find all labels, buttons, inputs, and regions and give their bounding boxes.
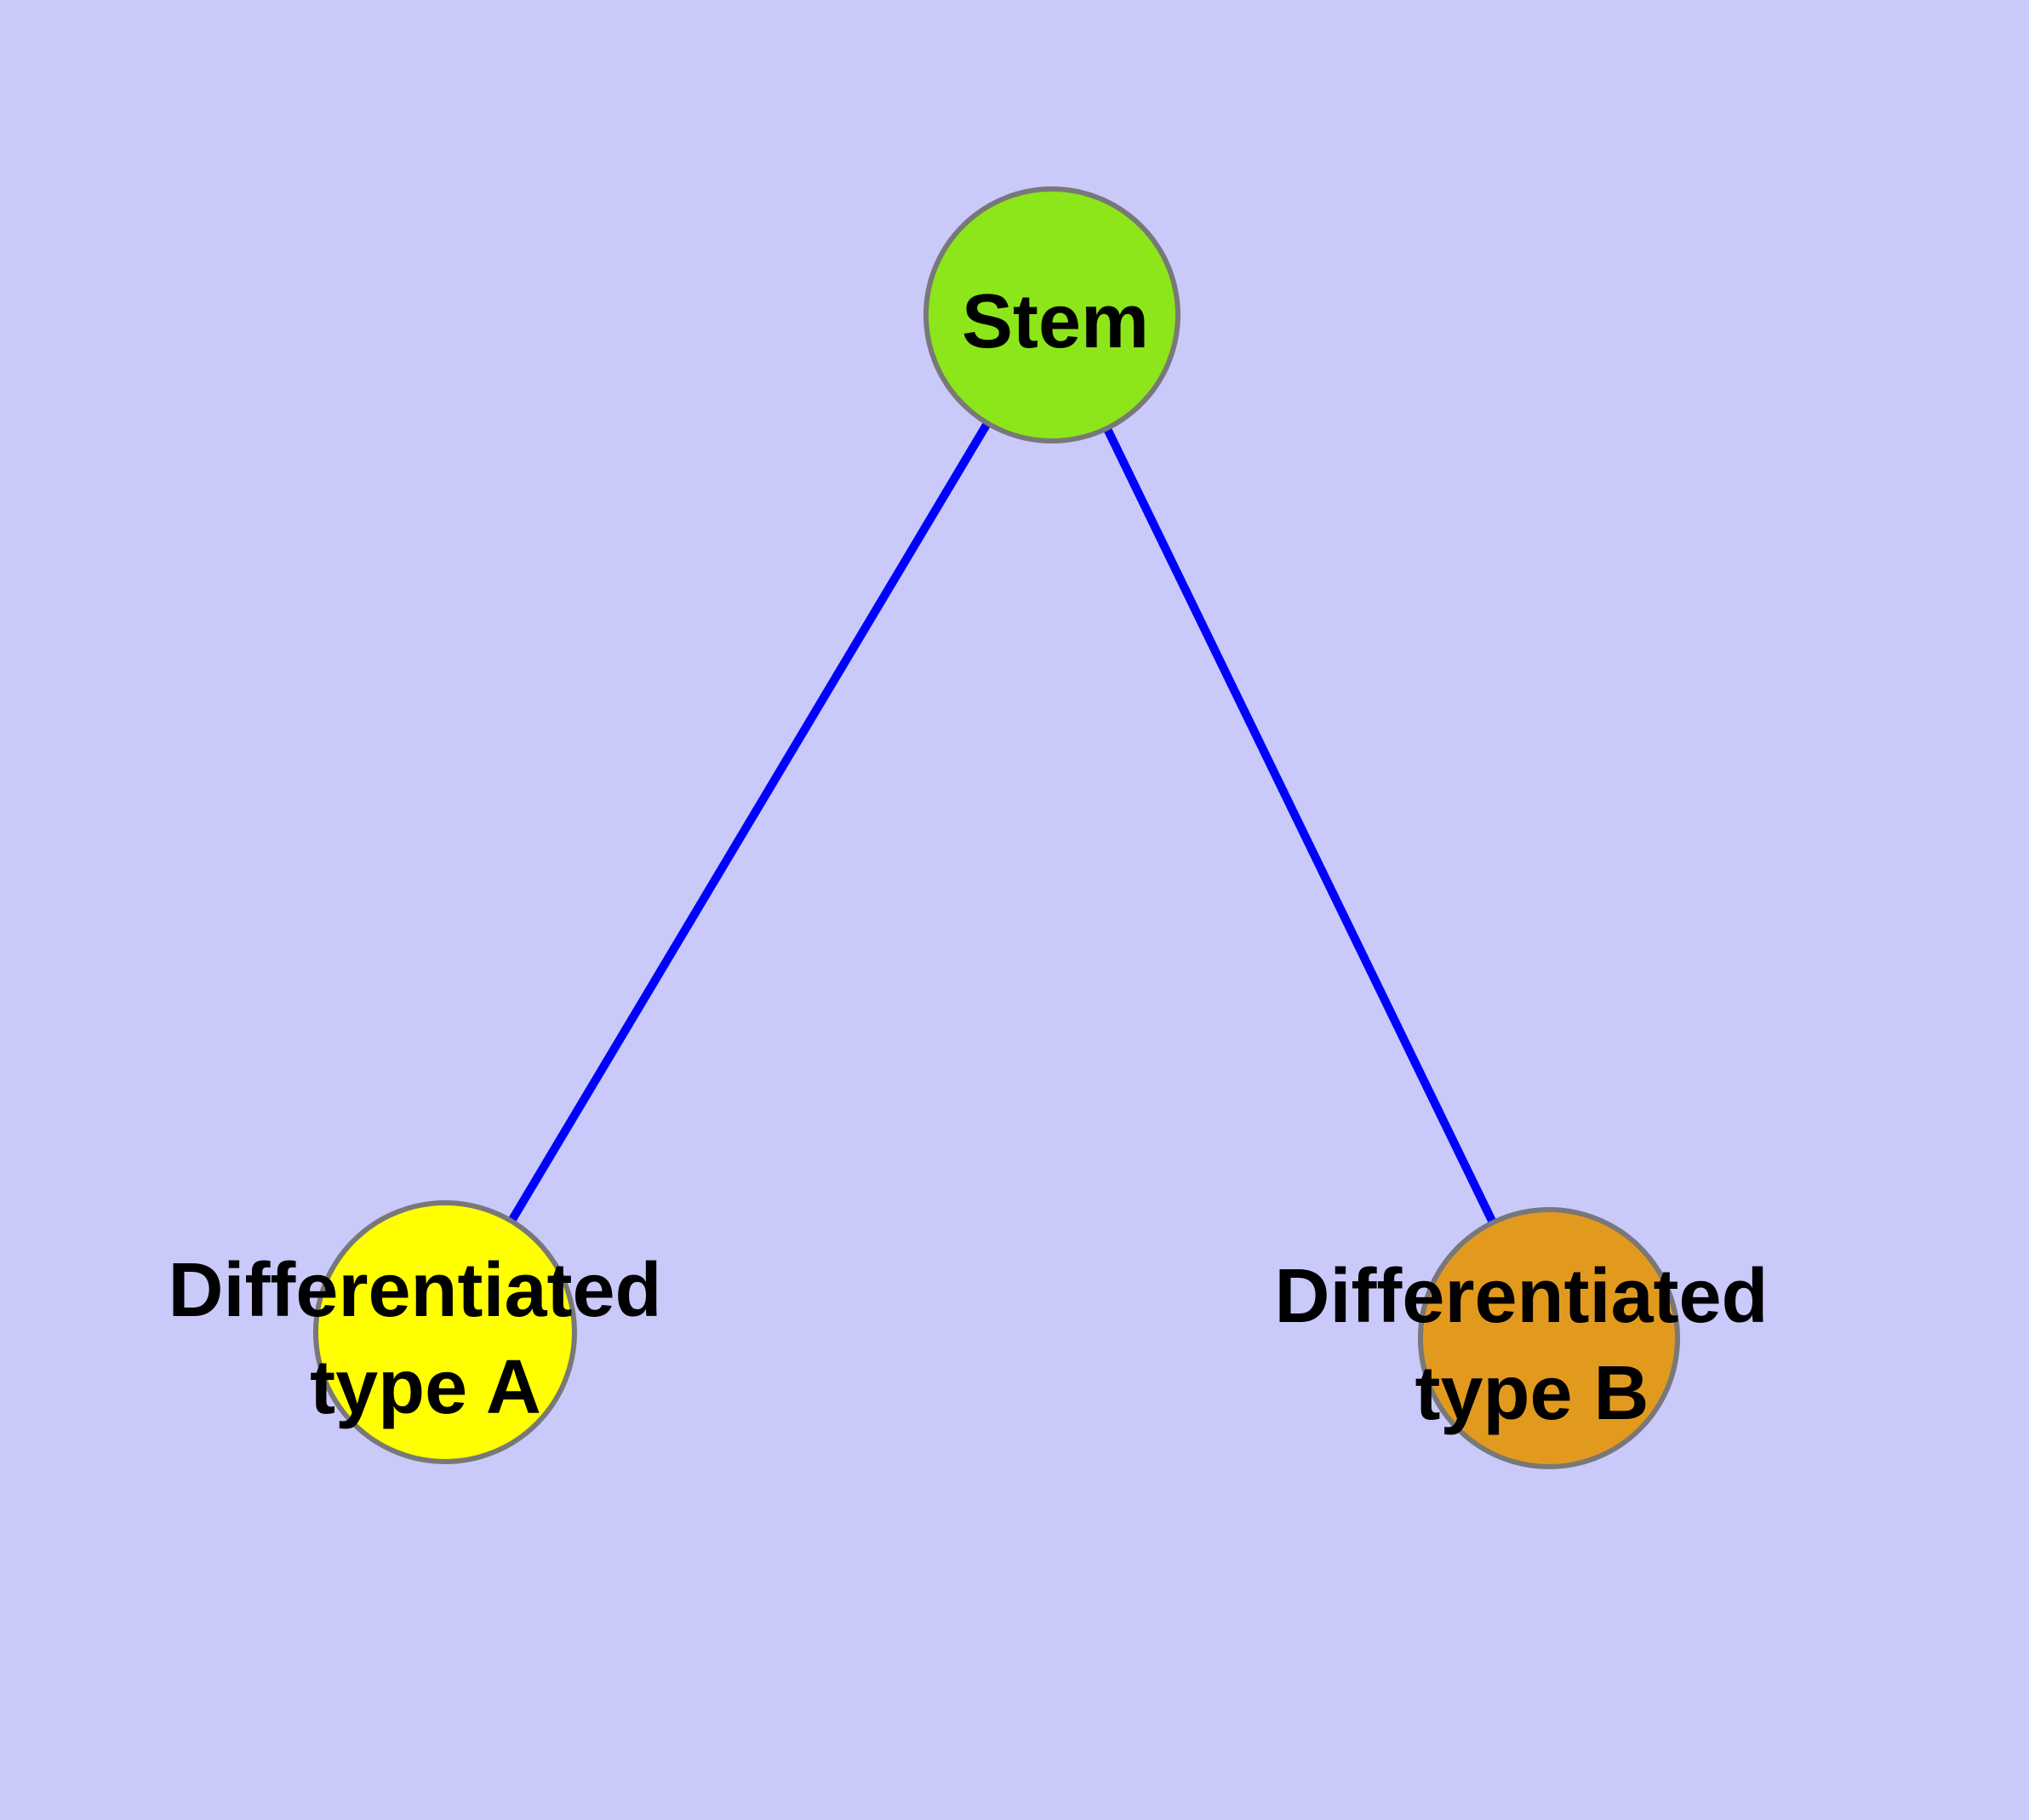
node-differentiated-type-b — [1418, 1207, 1680, 1469]
edge-stem-to-type-a — [441, 312, 1056, 1335]
node-type-a-label-line1: Differentiated — [168, 1248, 661, 1333]
edge-stem-to-type-b — [1048, 312, 1553, 1341]
node-type-b-label-line2: type B — [1415, 1351, 1649, 1436]
node-stem-label: Stem — [962, 279, 1149, 364]
node-stem — [923, 186, 1180, 444]
node-differentiated-type-a — [313, 1200, 577, 1464]
node-type-b-label: Differentiated type B — [1274, 1254, 1789, 1436]
node-type-a-label: Differentiated type A — [168, 1248, 683, 1430]
node-type-b-label-line1: Differentiated — [1274, 1254, 1768, 1339]
node-type-a-label-line2: type A — [310, 1345, 541, 1430]
